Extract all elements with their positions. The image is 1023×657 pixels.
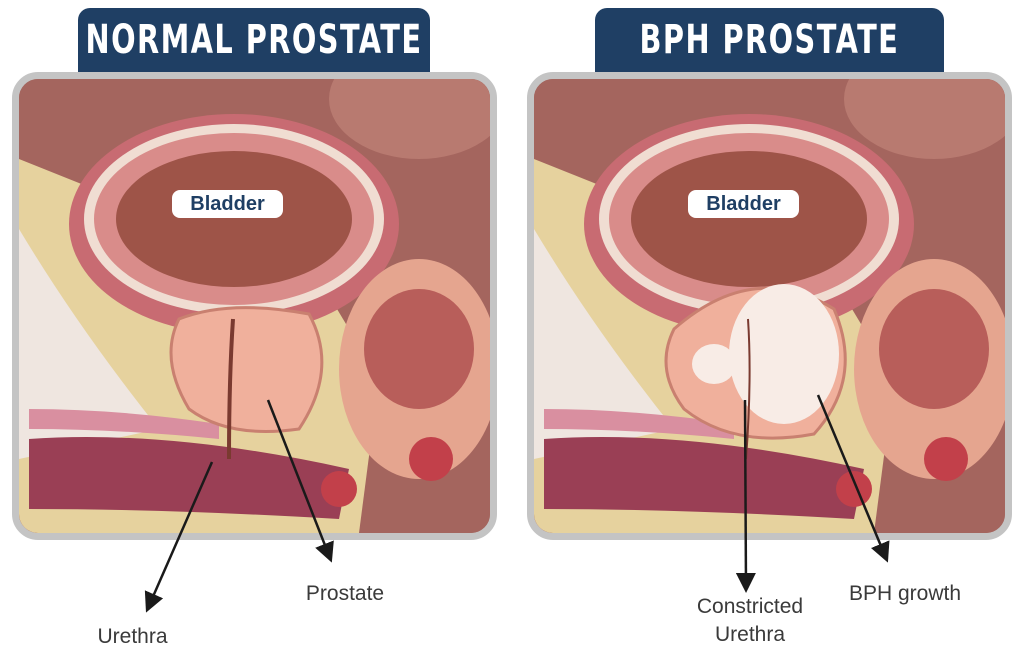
normal-prostate-title: NORMAL PROSTATE bbox=[78, 8, 430, 72]
urethra-label: Urethra bbox=[97, 625, 168, 648]
bladder-label: Bladder bbox=[688, 190, 799, 218]
prostate-label: Prostate bbox=[305, 582, 385, 605]
bladder-label: Bladder bbox=[172, 190, 283, 218]
normal-prostate-illustration: Bladder bbox=[12, 72, 497, 540]
constricted-urethra-line2: Urethra bbox=[714, 623, 786, 646]
constricted-urethra-label: Constricted Urethra bbox=[685, 593, 815, 649]
bph-prostate-illustration: Bladder bbox=[527, 72, 1012, 540]
constricted-urethra-line1: Constricted bbox=[696, 595, 804, 618]
bph-prostate-title: BPH PROSTATE bbox=[595, 8, 944, 72]
bph-growth-label: BPH growth bbox=[848, 582, 962, 605]
